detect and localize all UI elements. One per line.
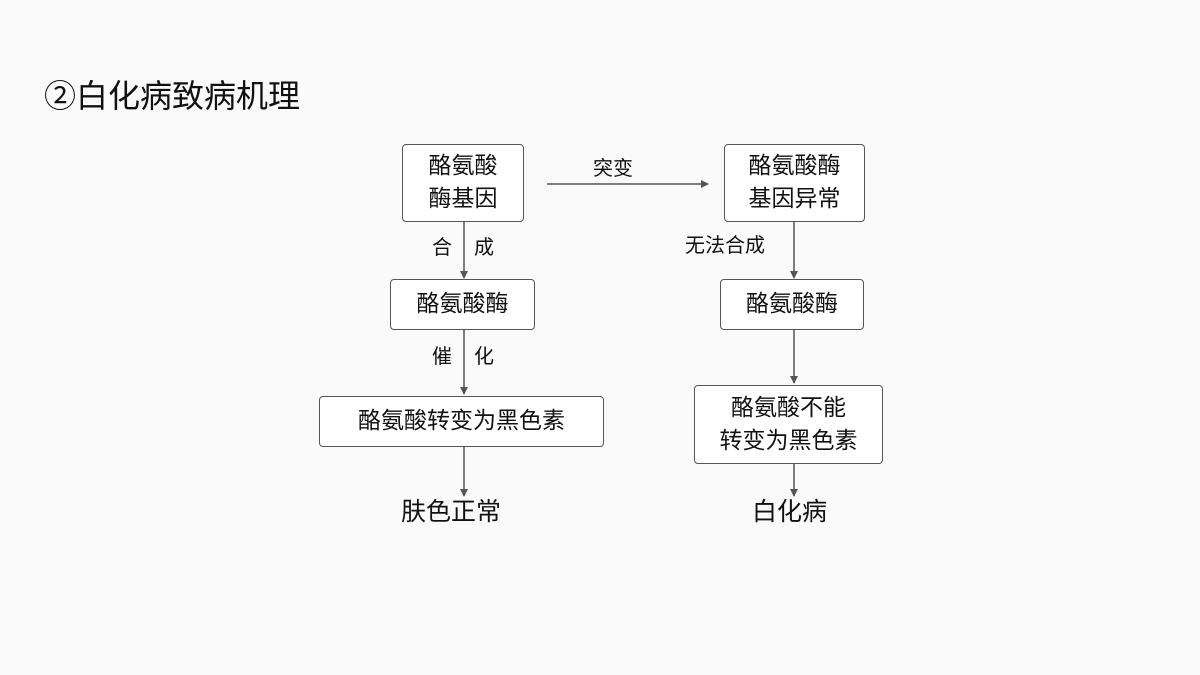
right-gene-line-2: 基因异常 xyxy=(748,186,841,212)
left-edge1-label-b: 成 xyxy=(474,235,494,259)
left-gene-line-2: 酶基因 xyxy=(428,186,498,212)
left-reaction-label: 酪氨酸转变为黑色素 xyxy=(358,408,565,434)
left-edge2-label-b: 化 xyxy=(474,344,494,368)
right-edge1-label: 无法合成 xyxy=(685,233,765,257)
mutation-label: 突变 xyxy=(593,156,633,180)
left-edge1-label-a: 合 xyxy=(432,235,452,259)
left-edge2-label-a: 催 xyxy=(432,344,452,368)
right-reaction-line-2: 转变为黑色素 xyxy=(719,427,858,454)
left-enzyme-box: 酪氨酸酶 xyxy=(390,279,535,330)
right-enzyme-box: 酪氨酸酶 xyxy=(720,279,864,330)
left-reaction-box: 酪氨酸转变为黑色素 xyxy=(319,396,604,447)
left-enzyme-label: 酪氨酸酶 xyxy=(416,291,509,317)
left-gene-box: 酪氨酸 酶基因 xyxy=(402,144,524,222)
page-title: ②白化病致病机理 xyxy=(44,77,301,115)
left-outcome: 肤色正常 xyxy=(401,497,502,526)
right-outcome: 白化病 xyxy=(752,497,828,526)
right-gene-line-1: 酪氨酸酶 xyxy=(748,153,841,179)
right-reaction-line-1: 酪氨酸不能 xyxy=(731,394,846,421)
left-gene-line-1: 酪氨酸 xyxy=(428,153,498,179)
right-reaction-box: 酪氨酸不能 转变为黑色素 xyxy=(694,385,883,464)
right-enzyme-label: 酪氨酸酶 xyxy=(746,291,838,317)
right-gene-box: 酪氨酸酶 基因异常 xyxy=(724,144,865,222)
